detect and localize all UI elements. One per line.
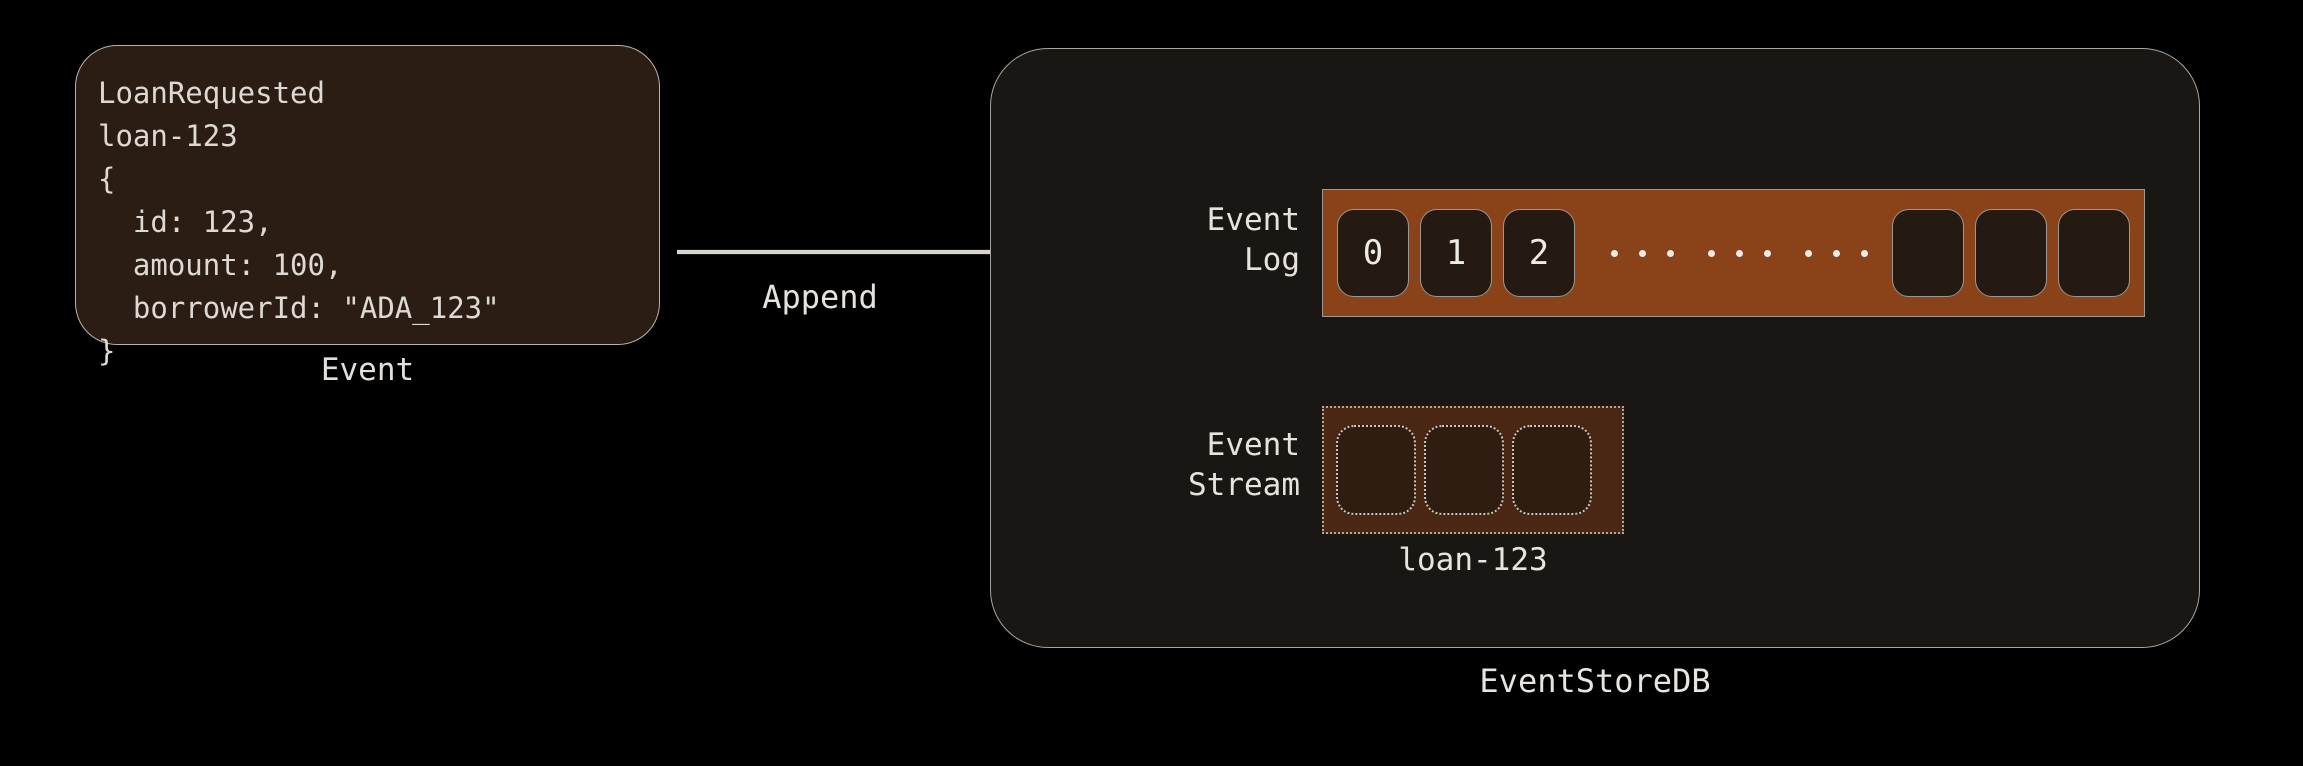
ellipsis-dot	[1860, 249, 1868, 257]
ellipsis-dot	[1832, 249, 1840, 257]
event-log-ellipsis	[1592, 249, 1886, 257]
ellipsis-dot	[1735, 249, 1743, 257]
ellipsis-dot	[1707, 249, 1715, 257]
event-log-cell[interactable]: 0	[1337, 209, 1409, 297]
eventstore-caption: EventStoreDB	[1479, 662, 1711, 700]
event-log-cell[interactable]: 1	[1420, 209, 1492, 297]
ellipsis-dot	[1804, 249, 1812, 257]
event-stream-caption: loan-123	[1398, 542, 1548, 578]
event-log-empty-cell[interactable]	[1975, 209, 2047, 297]
append-arrow-label: Append	[762, 278, 878, 316]
event-stream-empty-cell[interactable]	[1336, 425, 1416, 515]
event-stream-box	[1322, 406, 1624, 534]
ellipsis-dot-group	[1804, 249, 1868, 257]
event-log-cell[interactable]: 2	[1503, 209, 1575, 297]
ellipsis-dot-group	[1707, 249, 1771, 257]
event-log-empty-cell[interactable]	[1892, 209, 1964, 297]
ellipsis-dot-group	[1610, 249, 1674, 257]
ellipsis-dot	[1763, 249, 1771, 257]
event-log-empty-cell[interactable]	[2058, 209, 2130, 297]
event-stream-label: Event Stream	[1188, 427, 1300, 503]
event-log-label: Event Log	[1206, 202, 1300, 278]
eventstore-container	[990, 48, 2200, 648]
ellipsis-dot	[1666, 249, 1674, 257]
ellipsis-dot	[1610, 249, 1618, 257]
event-log-bar: 0 1 2	[1322, 189, 2145, 317]
event-card-code: LoanRequested loan-123 { id: 123, amount…	[98, 76, 500, 368]
ellipsis-dot	[1638, 249, 1646, 257]
event-stream-empty-cell[interactable]	[1424, 425, 1504, 515]
event-stream-empty-cell[interactable]	[1512, 425, 1592, 515]
event-card-caption: Event	[320, 352, 415, 388]
event-card: LoanRequested loan-123 { id: 123, amount…	[75, 45, 660, 368]
